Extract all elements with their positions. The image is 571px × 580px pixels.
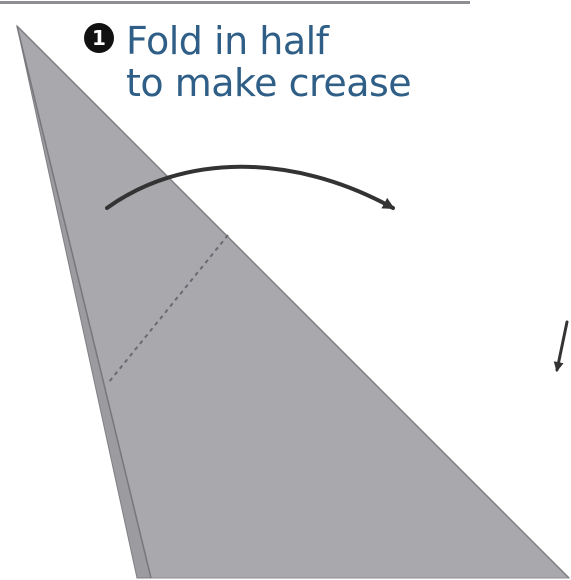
numbered-circle-icon: 1 (84, 23, 114, 53)
curved-arrow-icon (105, 164, 395, 210)
step-number: 1 (92, 26, 106, 50)
paper-outer-edge (16, 25, 570, 579)
step-instruction-line-1: Fold in half (126, 19, 329, 63)
step-instruction: Fold in half to make crease (126, 19, 412, 105)
step-instruction-line-2: to make crease (126, 61, 412, 105)
partial-arrow-icon (553, 320, 569, 372)
paper-fold-edge (16, 25, 152, 579)
step-header: 1 Fold in half to make crease (84, 19, 412, 105)
